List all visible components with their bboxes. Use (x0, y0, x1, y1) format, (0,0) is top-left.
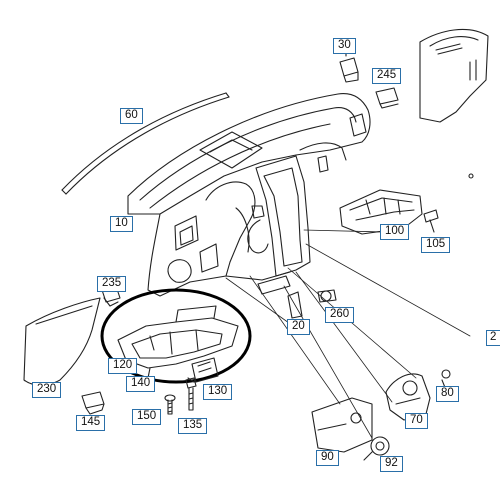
leader-lines (225, 229, 471, 439)
callout-260[interactable]: 260 (325, 307, 355, 323)
a-pillar-trim-part (419, 29, 489, 179)
trim-cover-90-part (311, 397, 373, 453)
screw-135-part (185, 377, 197, 411)
connector-130-part (187, 357, 219, 383)
callout-140[interactable]: 140 (126, 376, 156, 392)
callout-130[interactable]: 130 (203, 384, 233, 400)
bracket-245-part (375, 87, 399, 109)
callout-150[interactable]: 150 (132, 409, 162, 425)
callout-235[interactable]: 235 (97, 276, 127, 292)
callout-60[interactable]: 60 (120, 108, 143, 124)
socket-92-part (363, 436, 390, 461)
callout-245[interactable]: 245 (372, 68, 402, 84)
callout-92[interactable]: 92 (380, 456, 403, 472)
clip-20-part (287, 291, 303, 319)
side-trim-panel (23, 297, 101, 386)
dashboard-carrier (127, 93, 371, 297)
callout-145[interactable]: 145 (76, 415, 106, 431)
glovebox-bracket-part (339, 189, 423, 235)
dashboard-trim-strip (61, 92, 230, 195)
callout-100[interactable]: 100 (380, 224, 410, 240)
bracket-30-part (339, 49, 359, 83)
callout-30[interactable]: 30 (333, 38, 356, 54)
callout-105[interactable]: 105 (421, 237, 451, 253)
clip-145-part (81, 391, 105, 415)
callout-80[interactable]: 80 (436, 386, 459, 402)
screw-105-part (423, 209, 439, 233)
callout-230[interactable]: 230 (32, 382, 62, 398)
callout-20[interactable]: 20 (287, 319, 310, 335)
callout-2[interactable]: 2 (486, 330, 500, 346)
callout-70[interactable]: 70 (405, 413, 428, 429)
callout-90[interactable]: 90 (316, 450, 339, 466)
callout-10[interactable]: 10 (110, 216, 133, 232)
callout-120[interactable]: 120 (108, 358, 138, 374)
highlight-circle (100, 288, 252, 384)
callout-135[interactable]: 135 (178, 418, 208, 434)
screw-150-part (164, 394, 176, 415)
